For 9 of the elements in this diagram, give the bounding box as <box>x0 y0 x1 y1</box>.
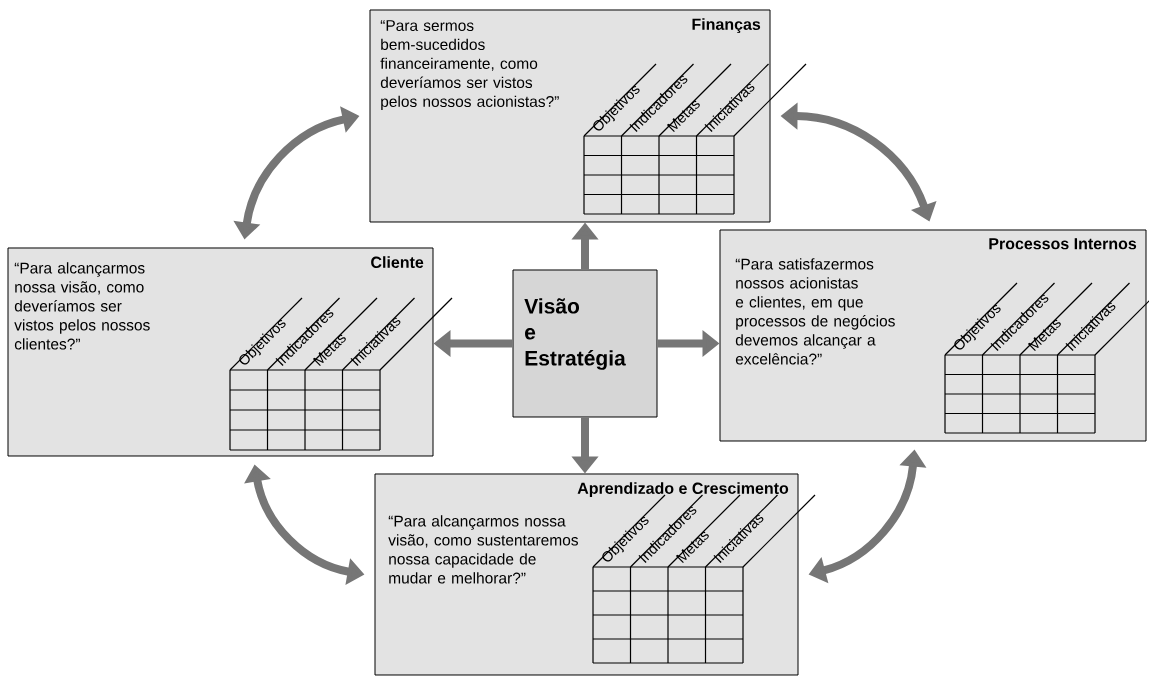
card-title: Cliente <box>371 256 424 268</box>
card-title: Finanças <box>692 18 761 34</box>
card-title: Aprendizado e Crescimento <box>577 482 789 498</box>
center-title: Visão e Estratégia <box>524 298 626 370</box>
question-text: “Para satisfazermos nossos acionistas e clientes, em que processos de negócios devemos alcançar a excelência?” <box>735 258 895 365</box>
question-text: “Para alcançarmos nossa visão, como sustentaremos nossa capacidade de mudar e melhorar?” <box>388 515 578 584</box>
question-text: “Para alcançarmos nossa visão, como deveríamos ser vistos pelos nossos clientes?” <box>14 262 150 350</box>
card-title: Processos Internos <box>989 238 1137 250</box>
question-text: “Para sermos bem-sucedidos financeiramente, como deveríamos ser vistos pelos nossos acionistas?” <box>380 20 559 111</box>
